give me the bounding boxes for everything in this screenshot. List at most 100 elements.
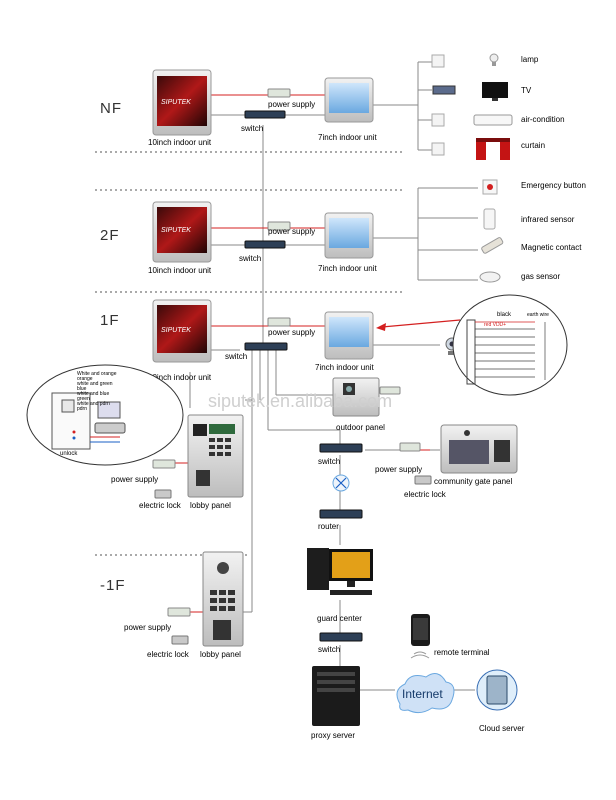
f2-switch-label: switch [239,254,261,263]
ac-label: air-condition [521,115,565,124]
screen-brand-text: SIPUTEK [161,327,191,334]
f2-10inch-indoor-unit[interactable]: SIPUTEK [152,201,212,263]
outdoor-panel[interactable] [332,377,380,417]
nf-switch-icon [244,110,286,119]
guard-center-icon[interactable] [307,548,373,595]
f2-power-supply-label: power supply [268,227,315,236]
b1-power-supply-label: power supply [124,623,171,632]
f1-switch-label: switch [225,352,247,361]
internet-cloud-icon [396,672,455,714]
guard-center-label: guard center [317,614,362,623]
b1-electric-lock-icon [171,635,189,645]
nf-7inch-indoor-unit[interactable] [324,77,374,123]
gate-electric-lock-label: electric lock [404,490,447,499]
gas-sensor-icon [479,271,501,283]
wiring-black-label: black [497,312,512,318]
nf-indoor7-label: 7inch indoor unit [318,133,377,142]
red-wiring [175,94,430,613]
tv-controller-icon [432,85,456,95]
emergency-label: Emergency button [521,181,586,190]
b1-electric-lock-label: electric lock [147,650,190,659]
gate-power-label: power supply [375,465,422,474]
f2-switch-icon [244,240,286,249]
lock-wire-0: White and orange [77,371,117,377]
guard-switch-icon [319,632,363,642]
remote-terminal-label: remote terminal [434,648,490,657]
gate-electric-lock-icon [414,475,432,485]
b1-power-supply-icon [167,607,191,617]
ac-switch-icon [431,113,445,127]
lan-switch-label: switch [318,457,340,466]
f1-power-supply-label: power supply [268,328,315,337]
f1-electric-lock-icon [154,489,172,499]
b1-lobby-panel-label: lobby panel [200,650,241,659]
f1-lobby-panel[interactable] [187,414,244,498]
infrared-sensor-icon [483,208,496,230]
cloud-server-icon[interactable] [476,669,518,711]
wiring-detail [452,294,568,396]
lock-wire-5: green [77,396,90,402]
f1-indoor10-label: 10inch indoor unit [148,373,212,382]
lock-detail [26,364,184,466]
f1-lobby-panel-label: lobby panel [190,501,231,510]
screen-brand-text: SIPUTEK [161,99,191,106]
f1-10inch-indoor-unit[interactable]: SIPUTEK [152,299,212,363]
f1-power-supply-icon [267,317,291,327]
lamp-icon [489,53,499,66]
f1-lobby-power-supply-icon [152,459,176,469]
f2-indoor7-label: 7inch indoor unit [318,264,377,273]
infrared-label: infrared sensor [521,215,575,224]
floor-separators [95,151,405,556]
nf-10inch-indoor-unit[interactable]: SIPUTEK [152,69,212,136]
lock-wire-3: blue [77,386,87,392]
cloud-server-label: Cloud server [479,724,525,733]
wiring-red-label: red VDD+ [484,322,506,328]
floor-nf-label: NF [100,100,122,117]
lan-switch-icon [319,443,363,453]
f1-7inch-indoor-unit[interactable] [324,311,374,360]
f2-power-supply-icon [267,221,291,231]
lamp-switch-icon [431,54,445,68]
lock-unlock-label: unlock [60,451,78,457]
f1-lobby-power-label: power supply [111,475,158,484]
lock-wire-2: white and green [77,381,113,387]
gas-label: gas sensor [521,272,560,281]
proxy-server-label: proxy server [311,731,355,740]
f2-7inch-indoor-unit[interactable] [324,212,374,259]
wiring-earth-label: earth wire [527,312,549,318]
magnetic-contact-icon [481,237,504,254]
floor-1f-label: 1F [100,312,120,329]
floor-2f-label: 2F [100,227,120,244]
community-gate-label: community gate panel [434,477,512,486]
lock-wire-4: white and blue [77,391,109,397]
router-label: router [318,522,339,531]
air-conditioner-icon [473,114,513,126]
nf-indoor10-label: 10inch indoor unit [148,138,212,147]
nf-switch-label: switch [241,124,263,133]
f2-indoor10-label: 10inch indoor unit [148,266,212,275]
tv-icon [482,82,508,101]
network-icon [332,474,350,492]
screen-brand-text: SIPUTEK [161,227,191,234]
floor-b1-label: -1F [100,577,126,594]
guard-switch-label: switch [318,645,340,654]
community-gate-panel[interactable] [440,424,518,474]
lock-wire-7: pdrn [77,406,87,412]
internet-label: Internet [402,687,443,701]
nf-power-supply-icon [267,88,291,98]
outdoor-panel-label: outdoor panel [336,423,385,432]
proxy-server-icon[interactable] [312,666,360,726]
signal-icon [410,651,430,659]
remote-terminal-icon[interactable] [411,614,430,646]
gate-power-supply-icon [399,442,421,452]
lock-wire-1: orange [77,376,93,382]
lamp-label: lamp [521,55,539,64]
b1-lobby-panel[interactable] [202,551,244,647]
tv-label: TV [521,86,532,95]
curtain-switch-icon [431,142,445,156]
emergency-button-icon [482,179,498,195]
f1-indoor7-label: 7inch indoor unit [315,363,374,372]
nf-power-supply-label: power supply [268,100,315,109]
f1-electric-lock-label: electric lock [139,501,182,510]
curtain-icon [476,138,510,160]
